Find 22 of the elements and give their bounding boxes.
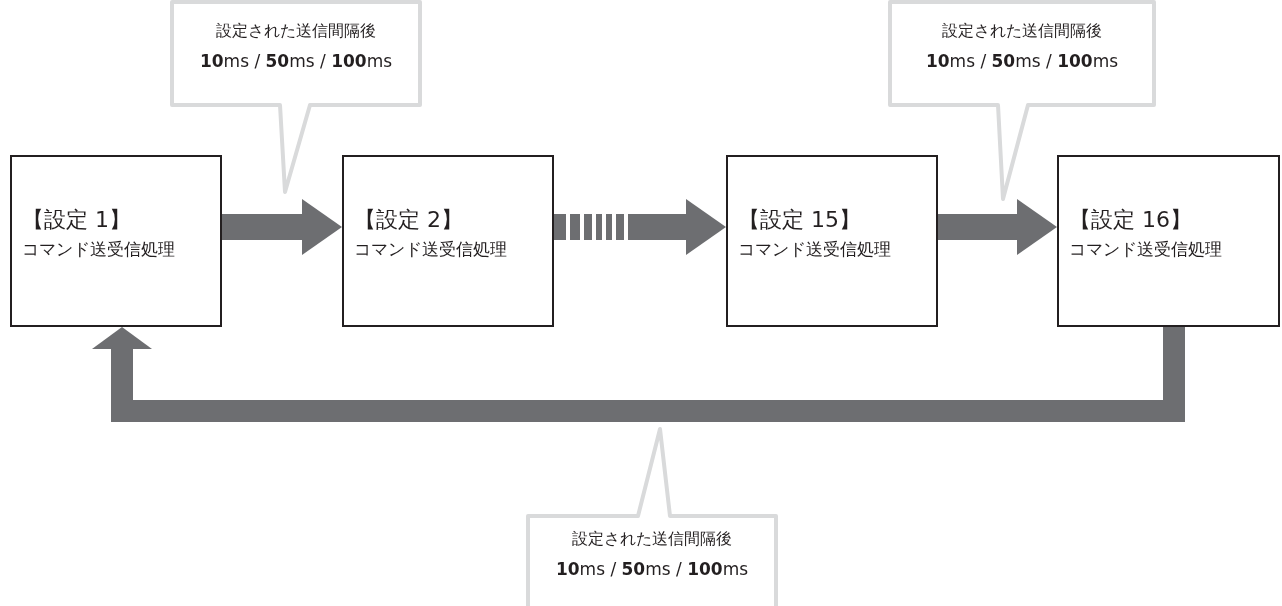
step-description: コマンド送受信処理 bbox=[1069, 238, 1223, 261]
callout-text: 設定された送信間隔後 bbox=[942, 20, 1102, 42]
process-box bbox=[726, 155, 938, 327]
step-description: コマンド送受信処理 bbox=[738, 238, 892, 261]
interval-values: 10ms / 50ms / 100ms bbox=[555, 558, 749, 581]
step-title: 【設定 15】 bbox=[738, 206, 862, 234]
interval-values: 10ms / 50ms / 100ms bbox=[925, 50, 1119, 73]
arrow bbox=[92, 327, 1185, 422]
step-title: 【設定 2】 bbox=[354, 206, 464, 234]
step-description: コマンド送受信処理 bbox=[22, 238, 176, 261]
process-box bbox=[342, 155, 554, 327]
process-box bbox=[10, 155, 222, 327]
step-description: コマンド送受信処理 bbox=[354, 238, 508, 261]
process-box bbox=[1057, 155, 1280, 327]
arrow bbox=[222, 199, 342, 255]
interval-values: 10ms / 50ms / 100ms bbox=[199, 50, 393, 73]
callout-text: 設定された送信間隔後 bbox=[572, 528, 732, 550]
step-title: 【設定 1】 bbox=[22, 206, 132, 234]
arrow bbox=[554, 199, 726, 255]
arrow bbox=[938, 199, 1057, 255]
callout-text: 設定された送信間隔後 bbox=[216, 20, 376, 42]
step-title: 【設定 16】 bbox=[1069, 206, 1193, 234]
